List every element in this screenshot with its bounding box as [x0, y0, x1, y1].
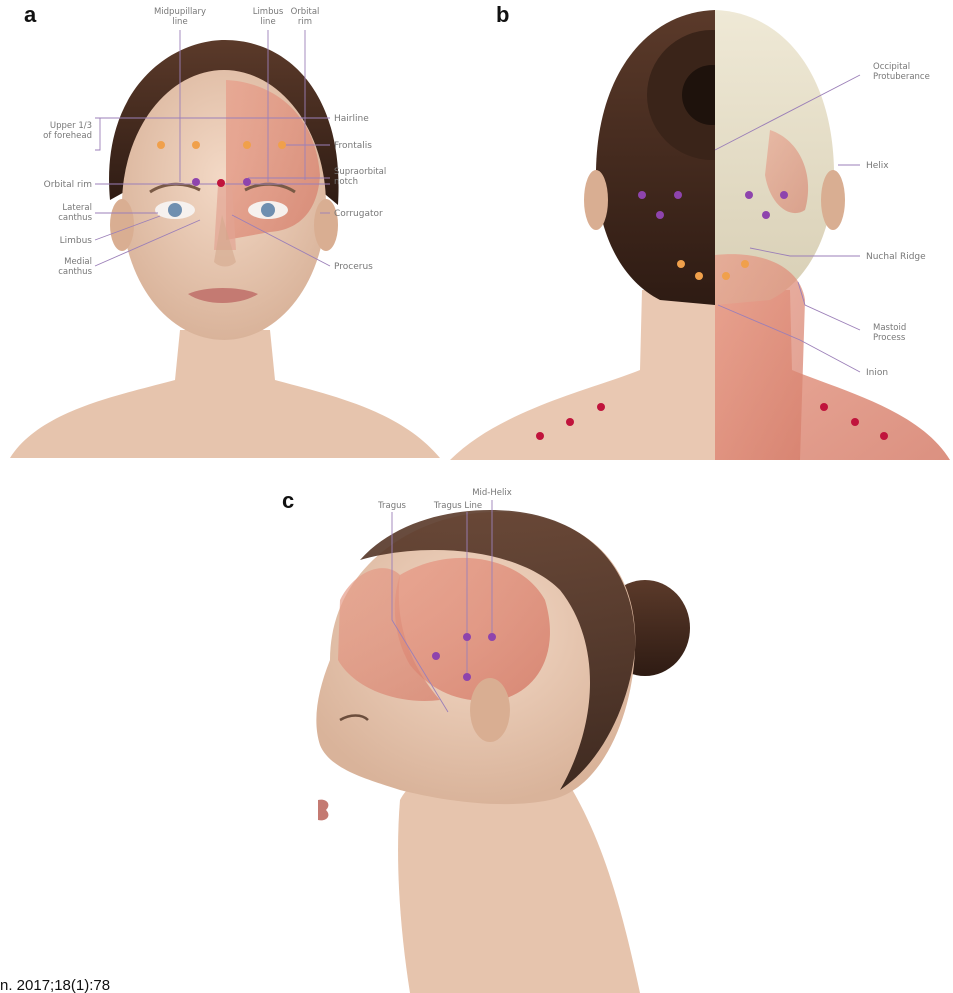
back-point-purple — [674, 191, 682, 199]
label-midpupillary-line: Midpupillary — [154, 7, 206, 17]
label-upper-forehead: Upper 1/3 — [50, 121, 92, 131]
label-lateral-canthus-2: canthus — [58, 213, 92, 223]
back-point-orange — [722, 272, 730, 280]
label-mid-helix: Mid-Helix — [472, 488, 512, 498]
front-shoulders — [10, 330, 440, 458]
label-tragus-line: Tragus Line — [433, 501, 482, 511]
label-limbus-line-2: line — [260, 17, 275, 27]
label-lateral-canthus: Lateral — [62, 203, 92, 213]
panel-a: a — [10, 2, 440, 458]
label-medial-canthus-2: canthus — [58, 267, 92, 277]
back-point-crimson — [820, 403, 828, 411]
back-point-purple — [745, 191, 753, 199]
front-point-orange — [278, 141, 286, 149]
citation-text: n. 2017;18(1):78 — [0, 977, 110, 993]
back-ear-right — [821, 170, 845, 230]
panel-b: b — [450, 2, 950, 460]
back-neck-muscles — [715, 254, 805, 460]
label-frontalis: Frontalis — [334, 141, 372, 151]
front-point-purple — [243, 178, 251, 186]
label-helix: Helix — [866, 161, 889, 171]
side-point-purple — [463, 633, 471, 641]
back-point-orange — [741, 260, 749, 268]
back-point-purple — [762, 211, 770, 219]
label-orbital-rim-top-2: rim — [298, 17, 312, 27]
label-hairline: Hairline — [334, 114, 369, 124]
side-point-purple — [488, 633, 496, 641]
back-point-orange — [695, 272, 703, 280]
panel-letter-b: b — [496, 2, 509, 27]
front-point-crimson — [217, 179, 225, 187]
back-point-crimson — [536, 432, 544, 440]
front-ear-right — [314, 199, 338, 251]
side-point-purple — [463, 673, 471, 681]
label-supraorbital-notch: Supraorbital — [334, 167, 386, 177]
front-ear-left — [110, 199, 134, 251]
label-orbital-rim-top: Orbital — [291, 7, 320, 17]
label-procerus: Procerus — [334, 262, 373, 272]
back-point-purple — [656, 211, 664, 219]
back-ear-left — [584, 170, 608, 230]
front-iris-left — [168, 203, 182, 217]
label-supraorbital-notch-2: notch — [334, 177, 358, 187]
back-point-purple — [638, 191, 646, 199]
back-point-crimson — [880, 432, 888, 440]
back-point-orange — [677, 260, 685, 268]
label-mastoid-process-2: Process — [873, 333, 906, 343]
front-point-orange — [243, 141, 251, 149]
back-shoulders-left — [450, 290, 715, 460]
side-ear — [470, 678, 510, 742]
back-point-crimson — [597, 403, 605, 411]
panel-c: c Tragus Tragus Line — [282, 488, 690, 993]
label-nuchal-ridge: Nuchal Ridge — [866, 252, 926, 262]
panel-letter-c: c — [282, 488, 294, 513]
label-occipital-protuberance: Occipital — [873, 62, 910, 72]
label-inion: Inion — [866, 368, 888, 378]
panel-letter-a: a — [24, 2, 37, 27]
front-point-purple — [192, 178, 200, 186]
back-point-purple — [780, 191, 788, 199]
back-point-crimson — [851, 418, 859, 426]
label-limbus-line: Limbus — [253, 7, 284, 17]
side-lips — [318, 800, 328, 821]
back-point-crimson — [566, 418, 574, 426]
label-medial-canthus: Medial — [64, 257, 92, 267]
front-point-orange — [192, 141, 200, 149]
label-corrugator: Corrugator — [334, 209, 383, 219]
label-tragus: Tragus — [377, 501, 406, 511]
label-mastoid-process: Mastoid — [873, 323, 906, 333]
label-limbus: Limbus — [60, 236, 93, 246]
front-iris-right — [261, 203, 275, 217]
label-occipital-protuberance-2: Protuberance — [873, 72, 930, 82]
label-upper-forehead-2: of forehead — [43, 131, 92, 141]
front-point-orange — [157, 141, 165, 149]
side-point-purple — [432, 652, 440, 660]
label-midpupillary-line-2: line — [172, 17, 187, 27]
label-orbital-rim: Orbital rim — [44, 180, 92, 190]
